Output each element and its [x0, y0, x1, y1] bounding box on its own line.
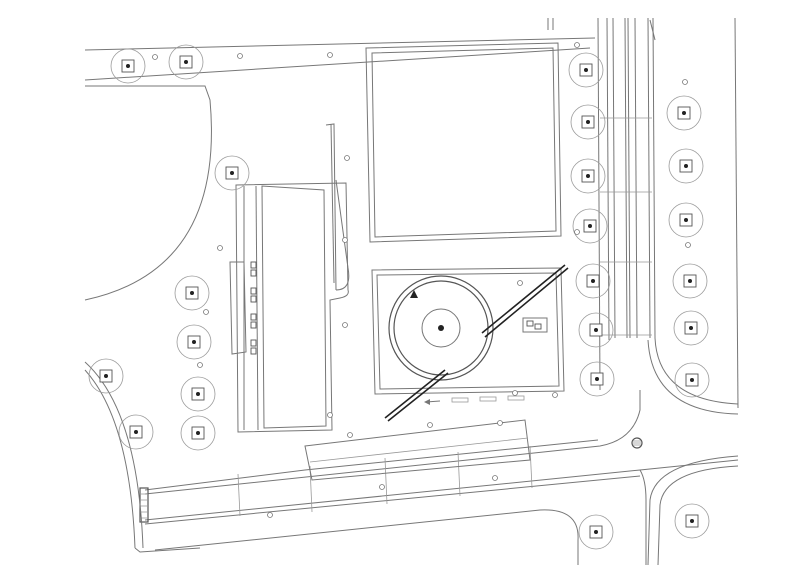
bollard-icon: [497, 420, 503, 426]
vertical-street: [597, 17, 739, 415]
tree-symbol-icon: [578, 312, 614, 348]
bollard-icon: [217, 245, 223, 251]
bollard-icon: [197, 362, 203, 368]
tree-symbol-icon: [214, 155, 250, 191]
tree-symbol-icon: [673, 310, 709, 346]
tree-symbol-icon: [88, 358, 124, 394]
long-building: [229, 123, 350, 433]
bollard-icon: [203, 309, 209, 315]
bollard-icon: [427, 422, 433, 428]
bollard-icon: [342, 237, 348, 243]
horizontal-street: [139, 390, 739, 565]
tree-symbol-icon: [168, 44, 204, 80]
bollard-icon: [517, 280, 523, 286]
bollard-icon: [574, 229, 580, 235]
bollard-icon: [379, 484, 385, 490]
tree-symbol-icon: [572, 208, 608, 244]
bollard-icon: [327, 412, 333, 418]
bollard-icon: [152, 54, 158, 60]
tree-symbol-icon: [118, 414, 154, 450]
bollard-icon: [512, 390, 518, 396]
bollard-icon: [327, 52, 333, 58]
manhole-icon: [631, 437, 643, 449]
tree-symbol-icon: [570, 104, 606, 140]
tree-symbol-icon: [672, 263, 708, 299]
tree-symbol-icon: [668, 148, 704, 184]
tree-symbol-icon: [674, 362, 710, 398]
tree-symbol-icon: [176, 324, 212, 360]
tree-symbol-icon: [174, 275, 210, 311]
tree-symbol-icon: [579, 361, 615, 397]
bollard-icon: [237, 53, 243, 59]
bollard-icon: [682, 79, 688, 85]
top-boundary: [84, 18, 596, 553]
bollard-icon: [685, 242, 691, 248]
upper-square: [365, 42, 562, 243]
front-steps: [304, 419, 531, 481]
bollard-icon: [552, 392, 558, 398]
bollard-icon: [492, 475, 498, 481]
bollard-group: [152, 42, 691, 518]
tree-symbol-icon: [575, 263, 611, 299]
tree-symbol-icon: [568, 52, 604, 88]
tree-symbol-icon: [578, 514, 614, 550]
tree-group: [88, 44, 710, 550]
plaza: [371, 264, 569, 422]
tree-symbol-icon: [180, 415, 216, 451]
tree-symbol-icon: [110, 48, 146, 84]
tree-symbol-icon: [666, 95, 702, 131]
tree-symbol-icon: [570, 158, 606, 194]
bollard-icon: [342, 322, 348, 328]
tree-symbol-icon: [668, 202, 704, 238]
bollard-icon: [267, 512, 273, 518]
arrow-icon: [410, 290, 418, 298]
tree-symbol-icon: [674, 503, 710, 539]
tree-symbol-icon: [180, 376, 216, 412]
bollard-icon: [574, 42, 580, 48]
bollard-icon: [344, 155, 350, 161]
sign-panel-icon: [522, 317, 548, 333]
bollard-icon: [347, 432, 353, 438]
